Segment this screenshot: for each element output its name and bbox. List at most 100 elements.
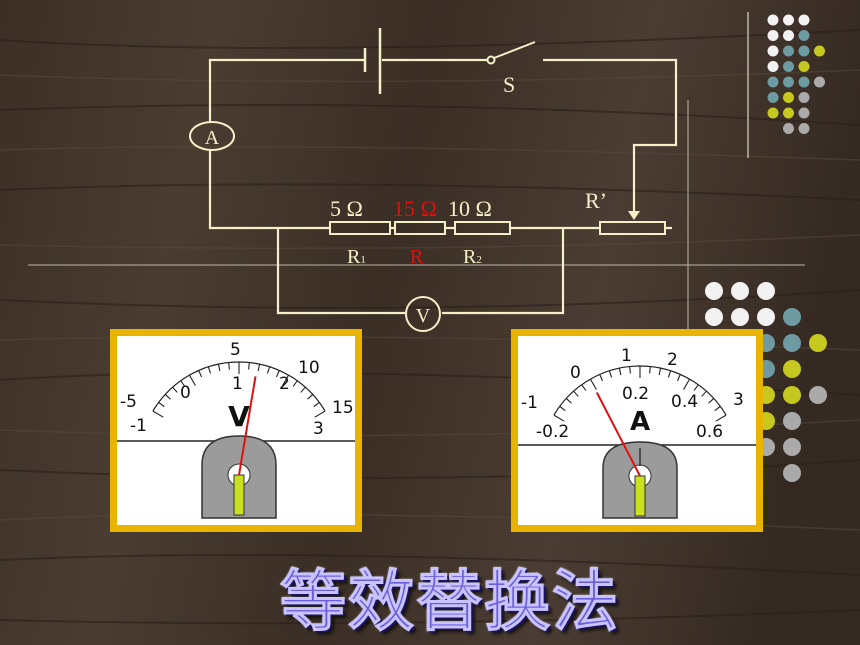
voltmeter-bottom-1: 1 <box>232 374 243 394</box>
voltmeter-top-10: 10 <box>298 358 320 378</box>
voltmeter-symbol: V <box>405 296 441 332</box>
scale-tick <box>313 402 320 408</box>
decor-dot <box>783 386 801 404</box>
rheostat-label: R’ <box>585 188 607 213</box>
decor-dot <box>809 386 827 404</box>
decor-dot <box>705 308 723 326</box>
decor-dot <box>731 308 749 326</box>
slide-title: 等效替换法 <box>280 563 620 641</box>
voltmeter-dial: -5 -1 0 5 10 15 1 2 3 V <box>110 329 362 532</box>
dot-decoration-top <box>767 14 825 134</box>
scale-tick <box>282 374 290 386</box>
decor-dot <box>783 360 801 378</box>
ammeter-needle <box>595 392 641 477</box>
scale-tick <box>266 366 271 374</box>
decor-dot <box>798 30 810 41</box>
resistor-r: 15 Ω R <box>393 196 446 268</box>
decor-dot <box>798 61 810 72</box>
decor-dot <box>783 14 794 26</box>
ammeter-left-bottom: -0.2 <box>536 422 569 442</box>
ammeter-zero-top: 0 <box>570 363 581 383</box>
scale-tick <box>714 406 721 412</box>
decor-dot <box>767 76 779 88</box>
scale-tick <box>300 386 306 393</box>
decor-dot <box>798 107 810 119</box>
ammeter-bottom-06: 0.6 <box>696 422 723 442</box>
scale-tick <box>573 390 579 397</box>
scale-tick <box>658 368 662 376</box>
scale-tick <box>599 374 604 382</box>
decor-dot <box>783 438 801 456</box>
resistor-r1-value: 5 Ω <box>330 196 363 221</box>
scale-tick <box>152 410 164 418</box>
switch-icon <box>486 41 536 65</box>
decor-dot <box>783 107 794 119</box>
scale-tick <box>618 368 622 376</box>
decor-dot <box>783 464 801 482</box>
decor-dot <box>798 76 810 88</box>
decor-dot <box>757 308 775 326</box>
resistor-r2-label: R2 <box>463 246 482 268</box>
scale-tick <box>676 374 681 382</box>
scale-tick <box>608 370 613 378</box>
decor-dot <box>783 61 794 72</box>
scale-tick <box>248 362 250 370</box>
scale-tick <box>683 378 691 390</box>
decor-dot <box>767 30 779 41</box>
resistor-r-value: 15 Ω <box>393 196 437 221</box>
decor-dot <box>767 61 779 72</box>
scale-tick <box>158 402 165 408</box>
scale-tick <box>589 378 597 390</box>
scale-tick <box>164 394 171 400</box>
scale-tick <box>198 370 203 378</box>
voltmeter-left-bottom: -1 <box>130 416 147 436</box>
ammeter-dial: -1 -0.2 0 1 2 3 0.2 0.4 0.6 A <box>511 329 763 532</box>
decor-dot <box>798 92 810 103</box>
decor-dot <box>809 334 827 352</box>
voltmeter-left-top: -5 <box>120 392 137 412</box>
scale-tick <box>275 370 280 378</box>
voltmeter-zero-top: 0 <box>180 383 191 403</box>
scale-tick <box>180 380 186 387</box>
scale-tick <box>715 414 727 422</box>
decor-dot <box>798 14 810 26</box>
scale-tick <box>701 390 707 397</box>
decor-dot <box>798 123 810 134</box>
voltmeter-needle <box>238 376 257 476</box>
scale-tick <box>649 366 651 374</box>
scale-tick <box>217 364 221 372</box>
scale-tick <box>292 380 298 387</box>
ammeter-top-1: 1 <box>621 346 632 366</box>
decor-dot <box>783 308 801 326</box>
scale-tick <box>565 398 572 404</box>
scale-tick <box>207 366 212 374</box>
decor-dot <box>783 92 794 103</box>
switch-label: S <box>503 72 515 97</box>
resistor-r-label: R <box>410 246 424 268</box>
scale-tick <box>314 410 326 418</box>
voltmeter-label: V <box>416 305 431 327</box>
decor-dot <box>783 30 794 41</box>
scale-tick <box>708 398 715 404</box>
decor-dot <box>767 107 779 119</box>
circuit-wires <box>208 58 678 315</box>
decor-dot <box>783 76 794 88</box>
decor-dot <box>757 282 775 300</box>
ammeter-unit: A <box>630 407 650 437</box>
ammeter-bottom-04: 0.4 <box>671 392 698 412</box>
ammeter-left-top: -1 <box>521 393 538 413</box>
voltmeter-bottom-3: 3 <box>313 419 324 439</box>
decor-dot <box>767 45 779 57</box>
decor-dot <box>731 282 749 300</box>
rheostat: R’ <box>585 188 666 235</box>
voltmeter-top-5: 5 <box>230 340 241 360</box>
voltmeter-bottom-2: 2 <box>279 374 290 394</box>
ammeter-top-3: 3 <box>733 390 744 410</box>
decor-dot <box>767 14 779 26</box>
scale-tick <box>307 394 314 400</box>
decor-dot <box>705 282 723 300</box>
scale-tick <box>188 374 196 386</box>
scale-tick <box>581 384 587 391</box>
decor-dot <box>767 92 779 103</box>
